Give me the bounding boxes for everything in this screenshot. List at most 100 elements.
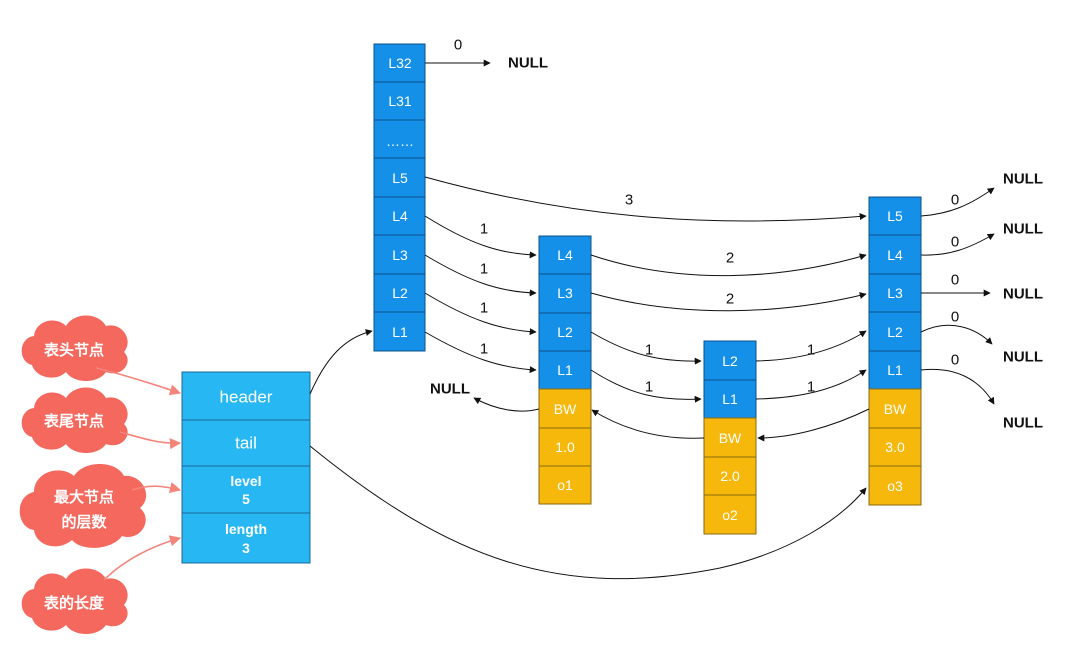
span-head-l2: 1 xyxy=(480,300,488,317)
arrow-o3-l1-null xyxy=(920,368,995,405)
node-o3-level-l5: L5 xyxy=(887,208,903,224)
head-level-l1: L1 xyxy=(392,324,408,340)
node-o1-level-l2: L2 xyxy=(557,324,573,340)
arrow-o1-l3-o3 xyxy=(590,292,867,312)
null-o3-l4: NULL xyxy=(1003,221,1043,238)
arrow-o3-l2-null xyxy=(920,324,993,345)
level-field xyxy=(181,465,311,514)
node-o2-backward: BW xyxy=(719,430,742,446)
null-head-l32: NULL xyxy=(508,55,548,72)
span-o1-l3: 2 xyxy=(726,291,734,308)
node-o3-obj: o3 xyxy=(887,478,903,494)
header-field-label: header xyxy=(220,388,273,407)
arrow-o1-l1-o2 xyxy=(590,369,702,403)
length-field xyxy=(181,512,311,564)
head-level-dots: …… xyxy=(386,133,414,149)
null-o3-l3: NULL xyxy=(1003,286,1043,303)
arrow-head-l2-o1 xyxy=(424,292,537,336)
null-o3-l1: NULL xyxy=(1003,415,1043,432)
node-o1-score: 1.0 xyxy=(555,439,575,455)
head-level-l3: L3 xyxy=(392,247,408,263)
arrow-o3-l4-null xyxy=(920,233,995,256)
head-level-l31: L31 xyxy=(388,93,412,109)
arrow-header-to-head xyxy=(309,329,373,395)
node-o3-level-l3: L3 xyxy=(887,285,903,301)
annotation-tail-arrow xyxy=(119,431,182,450)
node-o3-backward: BW xyxy=(884,401,907,417)
span-o3-l1: 0 xyxy=(951,352,959,369)
node-o2-score: 2.0 xyxy=(720,468,740,484)
node-o3-score: 3.0 xyxy=(885,439,905,455)
arrow-o1-bw-null xyxy=(473,397,540,412)
annotation-level-text-1: 最大节点 xyxy=(54,488,114,506)
length-field-value: 3 xyxy=(242,540,250,556)
level-field-label: level xyxy=(230,473,261,489)
arrow-tail-to-o3 xyxy=(309,445,867,580)
header-field xyxy=(181,371,311,421)
arrow-o3-l5-null xyxy=(920,187,995,217)
arrow-head-l4-o1 xyxy=(424,215,537,259)
node-o3-level-l1: L1 xyxy=(887,362,903,378)
head-level-l32: L32 xyxy=(388,55,412,71)
arrow-o2-l1-o3 xyxy=(755,369,867,400)
null-o1-bw: NULL xyxy=(430,381,470,398)
annotation-header-cloud: 表头节点 xyxy=(21,315,128,381)
annotation-header-arrow xyxy=(95,367,182,396)
node-o3-level-l2: L2 xyxy=(887,324,903,340)
span-o3-l4: 0 xyxy=(951,234,959,251)
arrow-head-l3-o1 xyxy=(424,254,537,297)
null-o3-l5: NULL xyxy=(1003,171,1043,188)
head-node: L32 L31 …… L5 L4 L3 L2 L1 xyxy=(373,43,426,352)
annotation-level-text-2: 的层数 xyxy=(61,513,107,531)
node-o3: L5 L4 L3 L2 L1 BW 3.0 o3 xyxy=(868,196,922,506)
annotation-length-text: 表的长度 xyxy=(44,594,105,612)
span-head-l1: 1 xyxy=(480,341,488,358)
node-o1-level-l1: L1 xyxy=(557,362,573,378)
span-o3-l2: 0 xyxy=(951,309,959,326)
node-o2-level-l1: L1 xyxy=(722,391,738,407)
span-o2-l2: 1 xyxy=(807,342,815,359)
head-level-l4: L4 xyxy=(392,208,408,224)
span-head-l4: 1 xyxy=(480,221,488,238)
node-o2: L2 L1 BW 2.0 o2 xyxy=(703,340,757,535)
annotation-length-cloud: 表的长度 xyxy=(21,568,128,634)
node-o2-level-l2: L2 xyxy=(722,353,738,369)
node-o1-backward: BW xyxy=(554,401,577,417)
arrow-o3-bw-o2 xyxy=(757,408,870,442)
span-o1-l2: 1 xyxy=(645,342,653,359)
span-o1-l4: 2 xyxy=(726,250,734,267)
annotation-tail-text: 表尾节点 xyxy=(44,412,104,430)
annotation-level-cloud: 最大节点 的层数 xyxy=(19,464,147,548)
head-level-l5: L5 xyxy=(392,170,408,186)
null-o3-l2: NULL xyxy=(1003,349,1043,366)
arrow-head-l1-o1 xyxy=(424,331,537,374)
arrow-o1-l2-o2 xyxy=(590,331,702,365)
node-o3-level-l4: L4 xyxy=(887,247,903,263)
arrow-head-l5-o3 xyxy=(424,176,867,222)
node-o1: L4 L3 L2 L1 BW 1.0 o1 xyxy=(538,235,592,505)
node-o1-obj: o1 xyxy=(557,477,573,493)
span-o3-l5: 0 xyxy=(951,192,959,209)
zskiplist-struct: header tail level 5 length 3 xyxy=(181,371,311,564)
arrow-o2-bw-o1 xyxy=(591,409,705,439)
node-o1-level-l3: L3 xyxy=(557,285,573,301)
tail-field xyxy=(181,419,311,467)
node-o2-obj: o2 xyxy=(722,507,738,523)
annotation-tail-cloud: 表尾节点 xyxy=(21,387,128,453)
span-head-l5: 3 xyxy=(625,192,633,209)
head-level-l2: L2 xyxy=(392,285,408,301)
annotation-level-arrow xyxy=(131,482,182,493)
arrow-o2-l2-o3 xyxy=(755,330,867,362)
length-field-label: length xyxy=(225,521,267,537)
arrow-o1-l4-o3 xyxy=(590,253,867,277)
span-head-l3: 1 xyxy=(480,261,488,278)
span-head-l32: 0 xyxy=(454,37,462,54)
span-o2-l1: 1 xyxy=(807,379,815,396)
span-o3-l3: 0 xyxy=(951,272,959,289)
annotation-header-text: 表头节点 xyxy=(44,341,104,359)
level-field-value: 5 xyxy=(242,491,250,507)
annotation-length-arrow xyxy=(103,535,182,581)
node-o1-level-l4: L4 xyxy=(557,247,573,263)
tail-field-label: tail xyxy=(235,434,257,453)
